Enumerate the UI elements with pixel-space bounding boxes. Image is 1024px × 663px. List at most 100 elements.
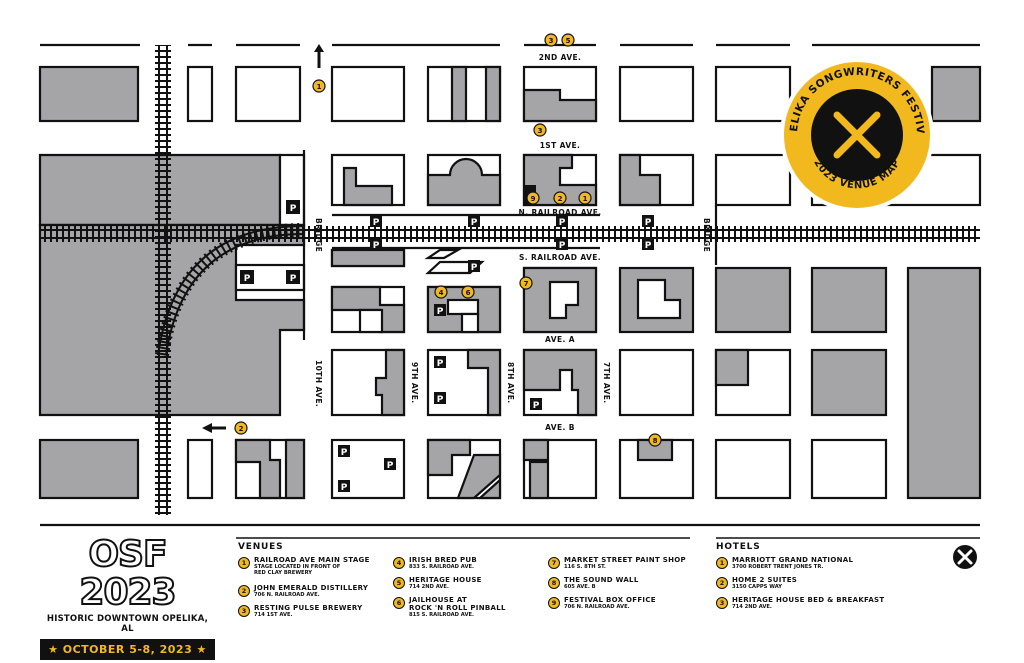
svg-text:P: P <box>373 241 380 251</box>
svg-text:9: 9 <box>531 195 536 203</box>
blocks-row-5 <box>38 438 888 500</box>
osf-wordmark: OSF 2023 <box>78 534 177 613</box>
venue-markers: 1 3 5 3 9 2 1 4 6 7 2 8 <box>234 33 662 447</box>
hotel-name: MARRIOTT GRAND NATIONAL <box>732 556 854 564</box>
venue-number: 1 <box>238 557 250 569</box>
venue-name: IRISH BRED PUB <box>409 556 478 564</box>
venue-address: 116 S. 8TH ST. <box>564 564 606 570</box>
svg-text:P: P <box>437 307 444 317</box>
parking-icon: P <box>642 215 654 228</box>
venue-name: JAILHOUSE AT <box>409 596 468 604</box>
arrow-up-icon <box>314 44 324 68</box>
venue-number: 9 <box>548 597 560 609</box>
street-s-railroad: S. RAILROAD AVE. <box>519 253 601 262</box>
hotels-heading: HOTELS <box>716 542 761 552</box>
street-1st-ave: 1ST AVE. <box>540 141 581 150</box>
street-9th: 9TH AVE. <box>410 362 419 404</box>
venue-name: JOHN EMERALD DISTILLERY <box>254 584 369 592</box>
hotel-number: 2 <box>716 577 728 589</box>
svg-text:P: P <box>437 395 444 405</box>
svg-text:P: P <box>373 218 380 228</box>
venue-number: 5 <box>393 577 405 589</box>
parking-icon: P <box>434 356 446 369</box>
map-marker-3: 3 <box>533 123 547 137</box>
venue-address: 605 AVE. B <box>564 584 596 590</box>
crossed-hammers-icon <box>953 545 977 569</box>
map-marker-3: 3 <box>544 33 558 47</box>
street-n-railroad: N. RAILROAD AVE. <box>519 208 602 217</box>
parking-icon: P <box>556 215 568 228</box>
brand-subtitle: HISTORIC DOWNTOWN OPELIKA, AL <box>46 614 209 634</box>
venue-number: 6 <box>393 597 405 609</box>
map-marker-7: 7 <box>519 276 533 290</box>
venue-address: 714 1ST AVE. <box>254 612 293 618</box>
venues-legend: VENUES 1 RAILROAD AVE MAIN STAGE STAGE L… <box>238 542 698 622</box>
venues-heading: VENUES <box>238 542 284 552</box>
map-marker-4: 4 <box>434 285 448 299</box>
festival-dates: ★ OCTOBER 5-8, 2023 ★ <box>40 639 215 660</box>
street-2nd-ave: 2ND AVE. <box>539 53 582 62</box>
venue-address: 706 N. RAILROAD AVE. <box>254 592 320 598</box>
svg-text:1: 1 <box>317 83 322 91</box>
hotel-address: 3700 ROBERT TRENT JONES TR. <box>732 564 824 570</box>
svg-text:P: P <box>437 359 444 369</box>
venue-address: 714 2ND AVE. <box>409 584 449 590</box>
parking-icon: P <box>530 398 542 411</box>
svg-text:6: 6 <box>466 289 471 297</box>
venue-address: 706 N. RAILROAD AVE. <box>564 604 630 610</box>
svg-text:5: 5 <box>566 37 571 45</box>
parking-icon: P <box>240 270 254 284</box>
hotel-address: 714 2ND AVE. <box>732 604 772 610</box>
svg-text:P: P <box>387 461 394 471</box>
venue-number: 7 <box>548 557 560 569</box>
crossed-hammers-icon <box>833 111 881 159</box>
map-marker-1: 1 <box>578 191 592 205</box>
venue-name: RESTING PULSE BREWERY <box>254 604 363 612</box>
bridge-label-west: BRIDGE <box>314 218 323 252</box>
svg-text:P: P <box>645 241 652 251</box>
street-8th: 8TH AVE. <box>506 362 515 404</box>
railroad-vertical <box>155 45 171 515</box>
venue-address: STAGE LOCATED IN FRONT OF <box>254 564 341 570</box>
street-10th: 10TH AVE. <box>314 360 323 407</box>
venue-name: HERITAGE HOUSE <box>409 576 482 584</box>
svg-text:P: P <box>645 218 652 228</box>
hotel-number: 1 <box>716 557 728 569</box>
venue-number: 8 <box>548 577 560 589</box>
map-marker-1: 1 <box>312 79 326 93</box>
hotel-name: HERITAGE HOUSE BED & BREAKFAST <box>732 596 885 604</box>
map-marker-2: 2 <box>234 421 248 435</box>
svg-text:P: P <box>471 218 478 228</box>
parking-icon: P <box>370 215 382 228</box>
parking-icon: P <box>434 304 446 317</box>
map-marker-5: 5 <box>561 33 575 47</box>
hotel-address: 3150 CAPPS WAY <box>732 584 782 590</box>
venue-address: 815 S. RAILROAD AVE. <box>409 612 474 618</box>
bridge-label-east: BRIDGE <box>702 218 711 252</box>
venue-address: RED CLAY BREWERY <box>254 570 313 576</box>
svg-text:1: 1 <box>583 195 588 203</box>
hotel-number: 3 <box>716 597 728 609</box>
venue-number: 2 <box>238 585 250 597</box>
svg-text:7: 7 <box>524 280 529 288</box>
svg-text:P: P <box>290 204 297 214</box>
svg-text:2: 2 <box>239 425 244 433</box>
venue-name: MARKET STREET PAINT SHOP <box>564 556 686 564</box>
railroad-horizontal <box>40 226 980 242</box>
hotel-name: HOME 2 SUITES <box>732 576 798 584</box>
brand-block: OSF 2023 HISTORIC DOWNTOWN OPELIKA, AL ★… <box>40 534 215 660</box>
svg-text:2: 2 <box>558 195 563 203</box>
svg-text:P: P <box>559 218 566 228</box>
venue-number: 4 <box>393 557 405 569</box>
parking-markers: P P P P P P P P P P P P P P P P P P <box>240 200 654 493</box>
parking-icon: P <box>468 215 480 228</box>
svg-text:P: P <box>471 263 478 273</box>
venue-name: FESTIVAL BOX OFFICE <box>564 596 656 604</box>
map-marker-8: 8 <box>648 433 662 447</box>
parking-icon: P <box>286 200 300 214</box>
svg-text:P: P <box>341 483 348 493</box>
parking-icon: P <box>338 445 350 458</box>
venue-name: RAILROAD AVE MAIN STAGE <box>254 556 370 564</box>
